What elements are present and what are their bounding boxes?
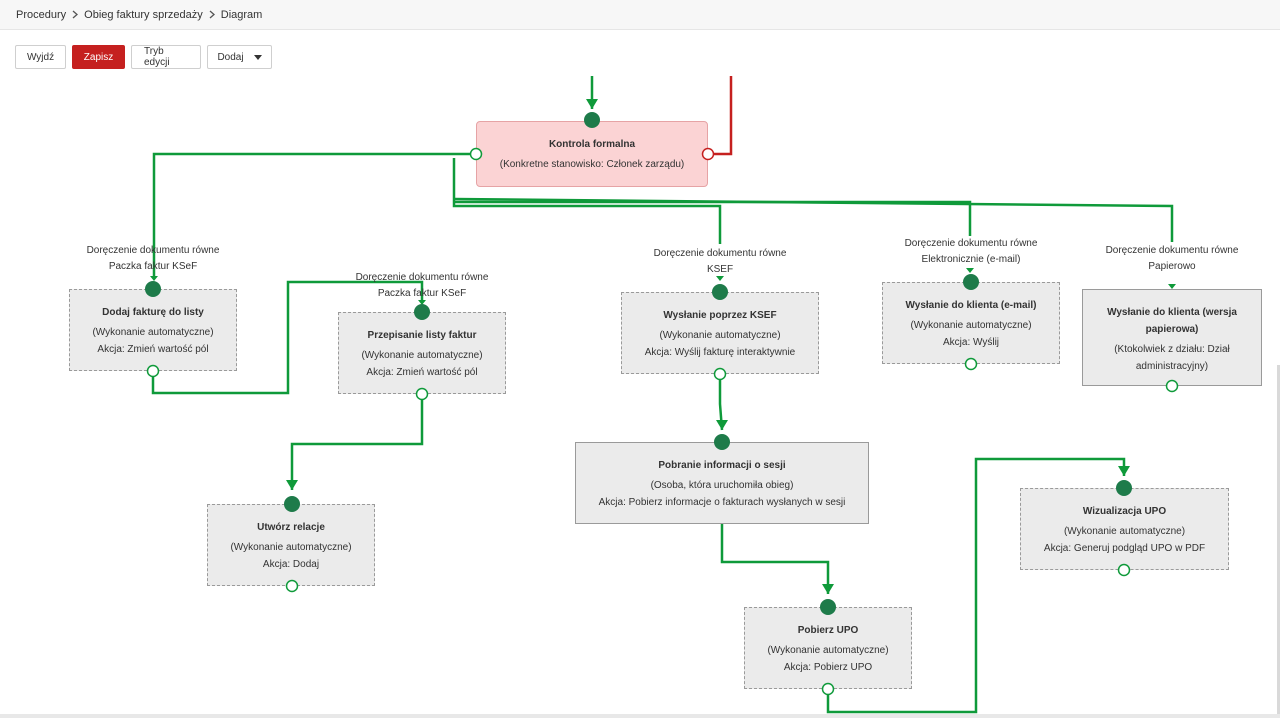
condition-value: Elektronicznie (e-mail) — [921, 254, 1021, 265]
node-executor: (Wykonanie automatyczne) — [659, 330, 781, 341]
node-executor: (Wykonanie automatyczne) — [361, 350, 483, 361]
condition-value: KSEF — [706, 264, 734, 275]
node-title: Pobranie informacji o sesji — [658, 460, 786, 471]
add-dropdown-label: Dodaj — [217, 51, 244, 63]
breadcrumb-item-diagram: Diagram — [220, 8, 263, 21]
node-title: Kontrola formalna — [548, 139, 636, 150]
condition-value: Paczka faktur KSeF — [108, 261, 198, 272]
exit-button-label: Wyjdź — [26, 51, 55, 63]
condition-value: Papierowo — [1148, 261, 1196, 272]
connector-przepisanie-utworz[interactable] — [290, 394, 424, 490]
chevron-right-icon — [209, 10, 215, 19]
node-title: Utwórz relacje — [257, 522, 325, 533]
horizontal-scrollbar[interactable] — [0, 714, 1280, 718]
node-action: Akcja: Pobierz UPO — [783, 662, 873, 673]
node-title: Wysłanie do klienta (wersja papierowa) — [1107, 307, 1237, 335]
connector-kontrola-branches[interactable] — [452, 158, 722, 244]
output-port[interactable] — [146, 364, 160, 378]
connector-rejected[interactable] — [708, 76, 733, 156]
breadcrumb: Procedury Obieg faktury sprzedaży Diagra… — [0, 0, 1280, 30]
node-action: Akcja: Dodaj — [262, 559, 320, 570]
chevron-right-icon — [72, 10, 79, 19]
toolbar: Wyjdź Zapisz Tryb edycji Dodaj — [15, 45, 272, 69]
edit-mode-button[interactable]: Tryb edycji — [131, 45, 201, 69]
save-button-label: Zapisz — [83, 51, 114, 63]
input-port[interactable] — [712, 284, 728, 300]
node-wizualizacja-upo[interactable]: Wizualizacja UPO (Wykonanie automatyczne… — [1020, 488, 1229, 570]
node-wyslanie-papierowe[interactable]: Wysłanie do klienta (wersja papierowa) (… — [1082, 289, 1262, 386]
node-title: Wizualizacja UPO — [1082, 506, 1167, 517]
node-executor: (Wykonanie automatyczne) — [910, 320, 1032, 331]
node-pobranie-informacji[interactable]: Pobranie informacji o sesji (Osoba, któr… — [575, 442, 869, 524]
node-kontrola-formalna[interactable]: Kontrola formalna (Konkretne stanowisko:… — [476, 121, 708, 187]
connector-kontrola-dodaj[interactable] — [152, 152, 476, 276]
node-executor: (Konkretne stanowisko: Członek zarządu) — [499, 159, 685, 170]
output-port[interactable] — [1117, 563, 1131, 577]
add-dropdown-button[interactable]: Dodaj — [207, 45, 272, 69]
vertical-scrollbar[interactable] — [1277, 365, 1280, 718]
condition-line: Doręczenie dokumentu równe — [86, 245, 220, 256]
condition-value: Paczka faktur KSeF — [377, 288, 467, 299]
condition-label[interactable]: Doręczenie dokumentu równe Paczka faktur… — [73, 243, 233, 275]
node-action: Akcja: Wyślij fakturę interaktywnie — [644, 347, 796, 358]
node-title: Pobierz UPO — [797, 625, 859, 636]
connector-pobranie-upo[interactable] — [720, 524, 830, 594]
node-executor: (Osoba, która uruchomiła obieg) — [650, 480, 794, 491]
condition-label[interactable]: Doręczenie dokumentu równe Paczka faktur… — [342, 270, 502, 302]
output-port[interactable] — [415, 387, 429, 401]
node-action: Akcja: Zmień wartość pól — [366, 367, 478, 378]
connector-upo-wizual[interactable] — [826, 457, 1126, 714]
connector-kontrola-papier[interactable] — [453, 197, 1174, 242]
save-button[interactable]: Zapisz — [72, 45, 125, 69]
condition-line: Doręczenie dokumentu równe — [1105, 245, 1239, 256]
node-dodaj-fakture[interactable]: Dodaj fakturę do listy (Wykonanie automa… — [69, 289, 237, 371]
node-wyslanie-ksef[interactable]: Wysłanie poprzez KSEF (Wykonanie automat… — [621, 292, 819, 374]
node-executor: (Wykonanie automatyczne) — [1063, 526, 1186, 537]
node-action: Akcja: Zmień wartość pól — [97, 344, 209, 355]
input-port[interactable] — [820, 599, 836, 615]
node-title: Przepisanie listy faktur — [367, 330, 477, 341]
output-port-rejected[interactable] — [701, 147, 715, 161]
edit-mode-button-label: Tryb edycji — [144, 46, 170, 68]
node-wyslanie-email[interactable]: Wysłanie do klienta (e-mail) (Wykonanie … — [882, 282, 1060, 364]
node-executor: (Ktokolwiek z działu: Dział administracy… — [1114, 344, 1230, 372]
breadcrumb-item-procedury[interactable]: Procedury — [16, 8, 67, 21]
node-title: Wysłanie poprzez KSEF — [663, 310, 777, 321]
node-action: Akcja: Generuj podgląd UPO w PDF — [1043, 543, 1206, 554]
condition-line: Doręczenie dokumentu równe — [653, 248, 787, 259]
output-port[interactable] — [1165, 379, 1179, 393]
input-port[interactable] — [284, 496, 300, 512]
node-action: Akcja: Pobierz informacje o fakturach wy… — [598, 497, 846, 508]
input-port[interactable] — [714, 434, 730, 450]
node-executor: (Wykonanie automatyczne) — [767, 645, 889, 656]
output-port[interactable] — [469, 147, 483, 161]
input-port[interactable] — [414, 304, 430, 320]
node-title: Dodaj fakturę do listy — [102, 307, 204, 318]
condition-label[interactable]: Doręczenie dokumentu równe Papierowo — [1092, 243, 1252, 275]
node-title: Wysłanie do klienta (e-mail) — [905, 300, 1037, 311]
condition-line: Doręczenie dokumentu równe — [355, 272, 489, 283]
condition-label[interactable]: Doręczenie dokumentu równe Elektroniczni… — [891, 236, 1051, 268]
node-action: Akcja: Wyślij — [942, 337, 1000, 348]
breadcrumb-item-obieg[interactable]: Obieg faktury sprzedaży — [84, 8, 203, 21]
node-executor: (Wykonanie automatyczne) — [230, 542, 352, 553]
connector-kontrola-email[interactable] — [454, 200, 972, 236]
condition-label[interactable]: Doręczenie dokumentu równe KSEF — [640, 246, 800, 278]
input-port[interactable] — [963, 274, 979, 290]
condition-line: Doręczenie dokumentu równe — [904, 238, 1038, 249]
output-port[interactable] — [713, 367, 727, 381]
input-port[interactable] — [145, 281, 161, 297]
output-port[interactable] — [821, 682, 835, 696]
output-port[interactable] — [285, 579, 299, 593]
input-port[interactable] — [1116, 480, 1132, 496]
node-pobierz-upo[interactable]: Pobierz UPO (Wykonanie automatyczne) Akc… — [744, 607, 912, 689]
output-port[interactable] — [964, 357, 978, 371]
exit-button[interactable]: Wyjdź — [15, 45, 66, 69]
connector-dodaj-przepisanie[interactable] — [151, 280, 424, 395]
input-port[interactable] — [584, 112, 600, 128]
caret-down-icon — [253, 54, 262, 60]
node-executor: (Wykonanie automatyczne) — [92, 327, 214, 338]
